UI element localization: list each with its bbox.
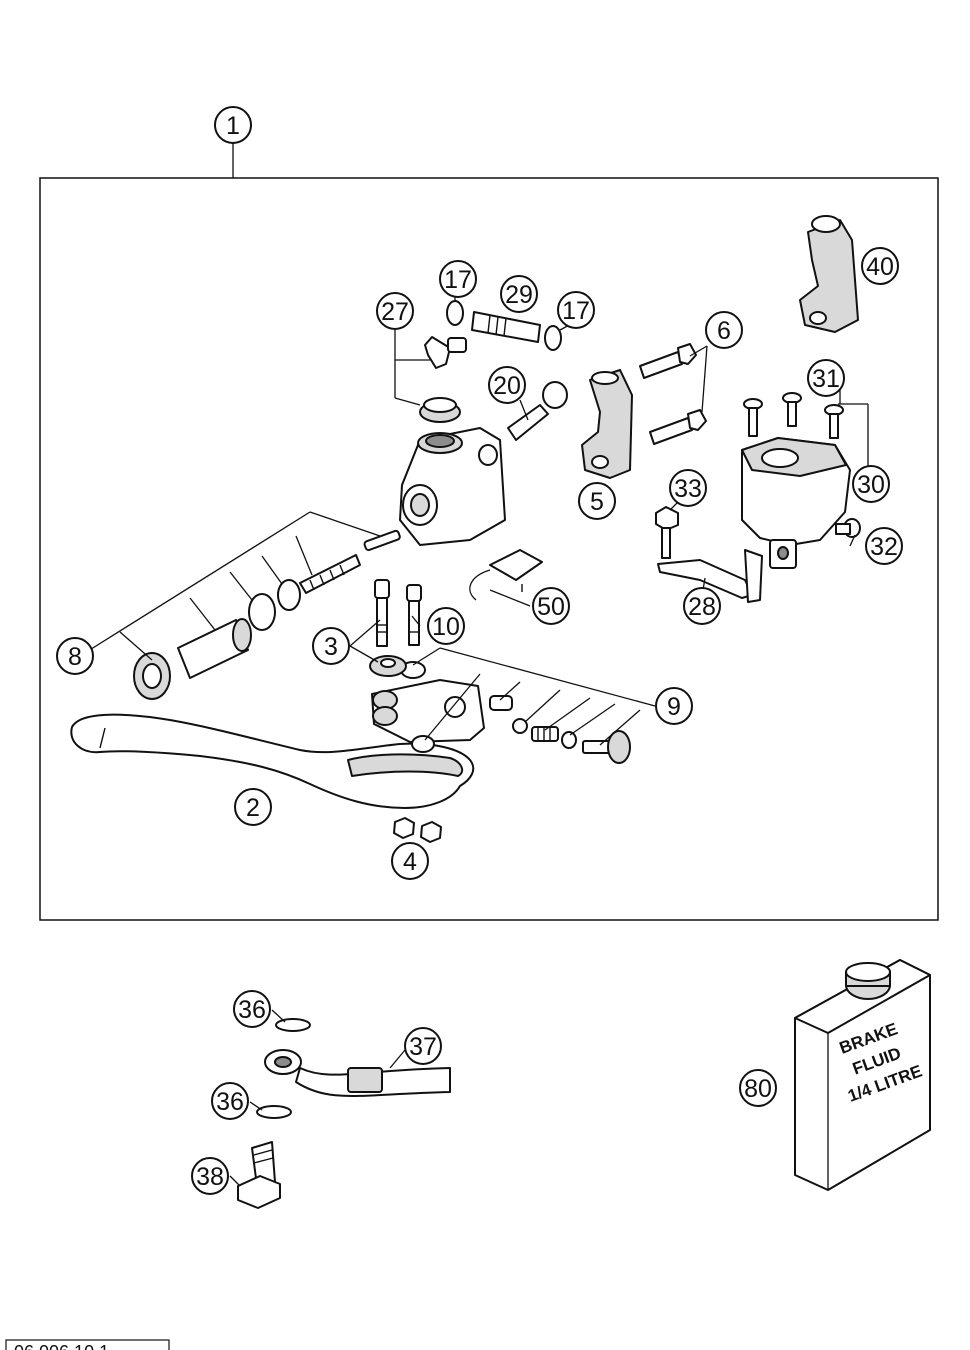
svg-text:32: 32: [870, 533, 898, 561]
callout-4: 4: [391, 842, 429, 880]
callout-50: 50: [532, 587, 570, 625]
svg-text:29: 29: [505, 281, 533, 309]
clamp-bolts: [639, 343, 707, 445]
callout-17-right: 17: [557, 291, 595, 329]
svg-text:28: 28: [688, 593, 716, 621]
svg-text:3: 3: [324, 633, 338, 661]
callout-31: 31: [807, 359, 845, 397]
callout-5: 5: [578, 482, 616, 520]
banjo-fitting: [424, 336, 467, 369]
svg-text:37: 37: [409, 1033, 437, 1061]
callout-27: 27: [376, 292, 414, 330]
svg-text:36: 36: [216, 1088, 244, 1116]
svg-text:4: 4: [403, 848, 417, 876]
svg-text:27: 27: [381, 298, 409, 326]
svg-text:8: 8: [68, 643, 82, 671]
callout-28: 28: [683, 587, 721, 625]
callout-38: 38: [191, 1157, 229, 1195]
brake-light-switch: [469, 549, 543, 601]
drawing-code: 06.006.10.1: [5, 1339, 170, 1350]
master-cylinder-body: [399, 397, 506, 546]
bleed-valve: [507, 381, 568, 441]
callout-80: 80: [739, 1069, 777, 1107]
callout-40: 40: [861, 247, 899, 285]
callout-8: 8: [56, 637, 94, 675]
callout-6: 6: [705, 311, 743, 349]
svg-text:1: 1: [226, 112, 240, 140]
lock-nuts: [393, 817, 442, 843]
callout-36-top: 36: [233, 990, 271, 1028]
lever-adjuster-assembly: [371, 661, 631, 764]
brake-lever: [70, 713, 475, 809]
brake-fluid-can: [794, 959, 931, 1191]
reservoir-screws: [743, 392, 861, 538]
callout-30: 30: [852, 465, 890, 503]
svg-text:80: 80: [744, 1075, 772, 1103]
svg-text:33: 33: [674, 475, 702, 503]
svg-text:17: 17: [562, 297, 590, 325]
drawing-code-text: 06.006.10.1: [14, 1342, 109, 1350]
callout-36-bottom: 36: [211, 1082, 249, 1120]
pivot-bolts: [369, 579, 422, 677]
callout-33: 33: [669, 469, 707, 507]
svg-text:50: 50: [537, 593, 565, 621]
svg-text:10: 10: [432, 613, 460, 641]
callout-17-left: 17: [439, 260, 477, 298]
svg-text:31: 31: [812, 365, 840, 393]
hose-clips: [446, 300, 562, 351]
callout-9: 9: [655, 687, 693, 725]
assembly-frame: [39, 177, 939, 921]
svg-text:38: 38: [196, 1163, 224, 1191]
callout-32: 32: [865, 527, 903, 565]
svg-text:17: 17: [444, 266, 472, 294]
svg-text:6: 6: [717, 317, 731, 345]
svg-text:36: 36: [238, 996, 266, 1024]
brake-hose-assembly: [237, 1018, 451, 1209]
callout-20: 20: [488, 366, 526, 404]
svg-text:40: 40: [866, 253, 894, 281]
fluid-reservoir: [741, 437, 851, 569]
svg-text:20: 20: [493, 372, 521, 400]
reservoir-clamp: [799, 215, 859, 333]
callout-10: 10: [427, 607, 465, 645]
svg-text:2: 2: [246, 794, 260, 822]
svg-text:9: 9: [667, 693, 681, 721]
svg-text:30: 30: [857, 471, 885, 499]
callout-37: 37: [404, 1027, 442, 1065]
leader-lines: [79, 296, 869, 1187]
callout-1: 1: [214, 106, 252, 144]
callout-3: 3: [312, 627, 350, 665]
callout-2: 2: [234, 788, 272, 826]
svg-text:5: 5: [590, 488, 604, 516]
piston-kit: [133, 529, 401, 700]
handlebar-clamp: [581, 369, 633, 479]
callout-29: 29: [500, 275, 538, 313]
